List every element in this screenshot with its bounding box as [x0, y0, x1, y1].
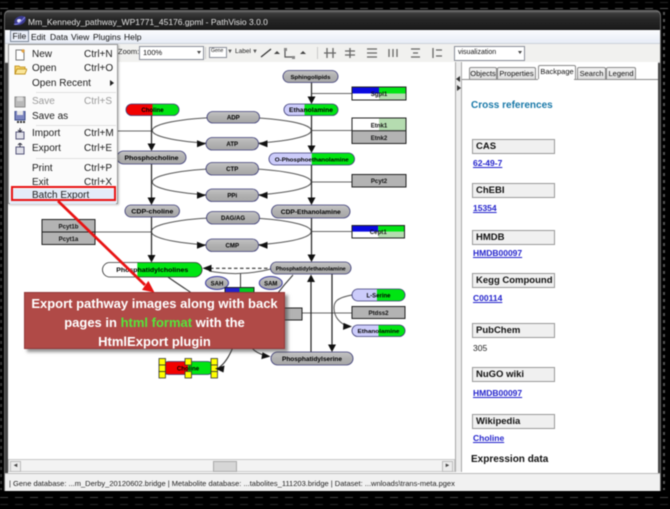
svg-text:Choline: Choline: [177, 365, 200, 372]
svg-text:Pcyt1a: Pcyt1a: [59, 236, 79, 243]
svg-text:SAH: SAH: [211, 281, 224, 287]
svg-text:Pcyt1b: Pcyt1b: [59, 224, 79, 231]
svg-text:CDP-Ethanolamine: CDP-Ethanolamine: [281, 210, 342, 216]
svg-text:PPi: PPi: [227, 193, 237, 200]
svg-text:Phosphatidylcholines: Phosphatidylcholines: [116, 267, 189, 274]
svg-text:CDP-choline: CDP-choline: [131, 209, 174, 215]
svg-text:CTP: CTP: [226, 166, 238, 173]
svg-text:Ethanolamine: Ethanolamine: [289, 108, 334, 114]
svg-text:Sphingolipids: Sphingolipids: [291, 75, 332, 81]
svg-text:Etnk2: Etnk2: [371, 135, 388, 142]
svg-text:ADP: ADP: [227, 115, 240, 122]
svg-text:SAM: SAM: [264, 281, 277, 287]
svg-text:Phosphatidylethanolamine: Phosphatidylethanolamine: [276, 266, 346, 272]
svg-text:Etnk1: Etnk1: [371, 123, 388, 130]
svg-text:Choline: Choline: [141, 107, 164, 114]
svg-text:DAG/AG: DAG/AG: [221, 216, 245, 222]
svg-text:Phosphocholine: Phosphocholine: [125, 156, 180, 162]
svg-text:Phosphatidylserine: Phosphatidylserine: [282, 356, 343, 363]
svg-text:Sgpl1: Sgpl1: [371, 91, 388, 98]
svg-text:ATP: ATP: [226, 141, 238, 148]
svg-text:Ethanolamine: Ethanolamine: [358, 329, 401, 335]
svg-text:O-Phosphoethanolamine: O-Phosphoethanolamine: [275, 157, 350, 163]
svg-text:L-Serine: L-Serine: [366, 293, 391, 299]
svg-text:Pcyt2: Pcyt2: [371, 178, 388, 185]
svg-text:Ptdss2: Ptdss2: [369, 310, 390, 317]
svg-text:CMP: CMP: [225, 243, 239, 250]
svg-text:Cept1: Cept1: [370, 229, 388, 236]
